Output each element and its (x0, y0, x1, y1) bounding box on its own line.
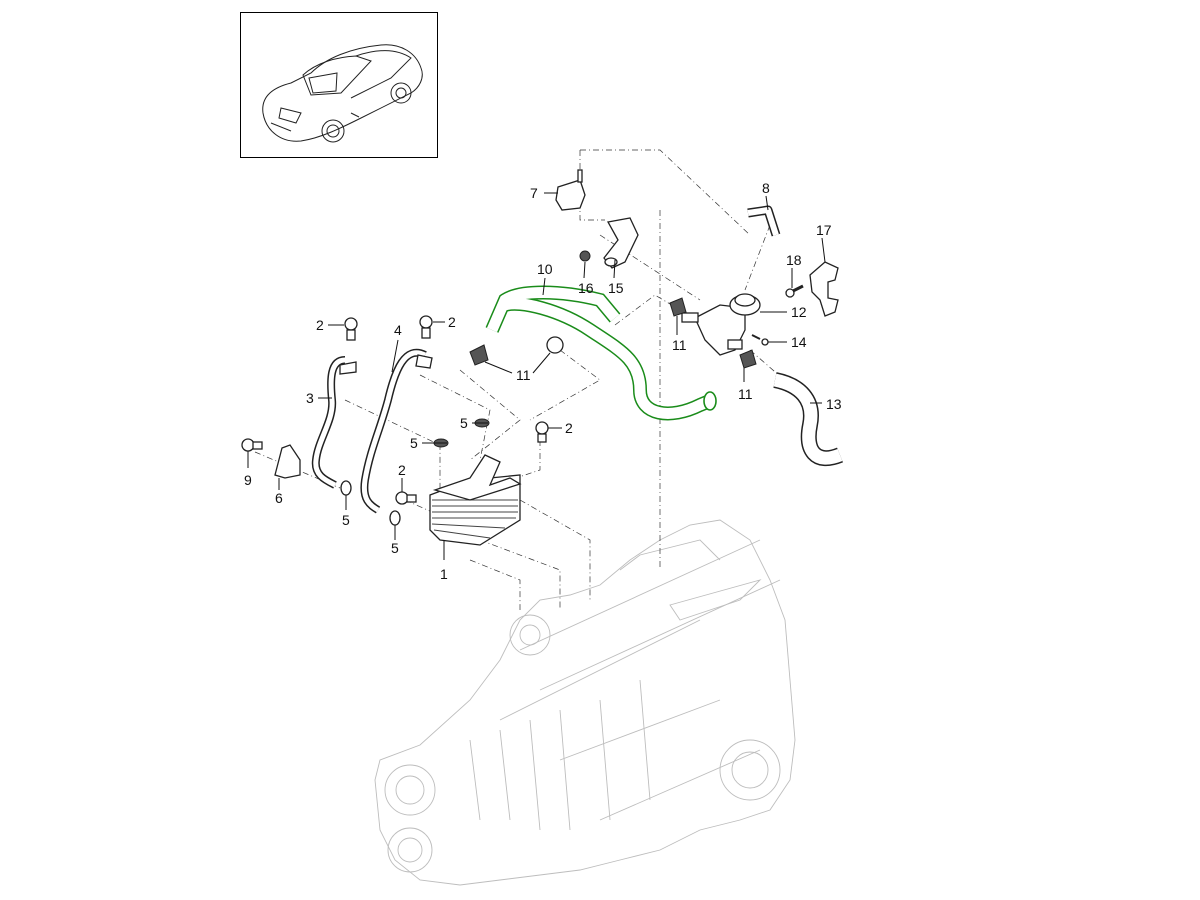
callout-13[interactable]: 13 (826, 396, 842, 412)
part-vacuum-hose-8[interactable] (747, 205, 781, 237)
callout-6[interactable]: 6 (275, 490, 283, 506)
part-bolt[interactable] (344, 317, 358, 341)
part-bolt[interactable] (535, 421, 549, 443)
callout-5[interactable]: 5 (460, 415, 468, 431)
callout-2[interactable]: 2 (565, 420, 573, 436)
part-hose-clamp[interactable] (546, 336, 564, 354)
callout-2[interactable]: 2 (316, 317, 324, 333)
part-coolant-hose-13[interactable] (773, 372, 843, 467)
part-bolt-9[interactable] (241, 438, 263, 452)
callout-14[interactable]: 14 (791, 334, 807, 350)
callout-17[interactable]: 17 (816, 222, 832, 238)
part-coolant-pipe-4[interactable] (360, 348, 433, 514)
callout-4[interactable]: 4 (394, 322, 402, 338)
callout-18[interactable]: 18 (786, 252, 802, 268)
part-oil-cooler[interactable] (429, 454, 522, 546)
callout-2[interactable]: 2 (448, 314, 456, 330)
part-seal-ring[interactable] (389, 510, 401, 526)
callout-3[interactable]: 3 (306, 390, 314, 406)
part-bolt[interactable] (395, 491, 417, 505)
part-screw-14[interactable] (751, 334, 769, 346)
callout-15[interactable]: 15 (608, 280, 624, 296)
part-bolt[interactable] (419, 315, 433, 339)
callout-11[interactable]: 11 (516, 367, 531, 383)
transmission-housing (374, 519, 796, 886)
part-coolant-pipe-3[interactable] (311, 356, 357, 489)
part-hose-clamp[interactable] (469, 344, 489, 366)
callout-5[interactable]: 5 (342, 512, 350, 528)
callout-9[interactable]: 9 (244, 472, 252, 488)
callout-2[interactable]: 2 (398, 462, 406, 478)
callout-11[interactable]: 11 (738, 386, 753, 402)
callout-1[interactable]: 1 (440, 566, 448, 582)
part-bracket-17[interactable] (809, 261, 839, 317)
callout-5[interactable]: 5 (410, 435, 418, 451)
leader-lines (247, 192, 826, 560)
callout-5[interactable]: 5 (391, 540, 399, 556)
part-screw-18[interactable] (785, 284, 804, 298)
callout-11[interactable]: 11 (672, 337, 687, 353)
part-thermostat-valve-12[interactable] (681, 293, 761, 356)
part-valve-7[interactable] (555, 169, 586, 211)
callout-7[interactable]: 7 (530, 185, 538, 201)
part-hose-clamp[interactable] (669, 297, 687, 317)
callout-12[interactable]: 12 (791, 304, 807, 320)
part-hose-clamp[interactable] (739, 349, 757, 369)
callout-8[interactable]: 8 (762, 180, 770, 196)
callout-16[interactable]: 16 (578, 280, 594, 296)
car-icon (262, 44, 423, 143)
part-bracket-15[interactable] (603, 217, 639, 269)
part-nut-16[interactable] (579, 250, 591, 262)
part-bracket-6[interactable] (274, 444, 301, 479)
vehicle-thumbnail (240, 12, 438, 158)
callout-10[interactable]: 10 (537, 261, 553, 277)
part-seal-ring[interactable] (340, 480, 352, 496)
